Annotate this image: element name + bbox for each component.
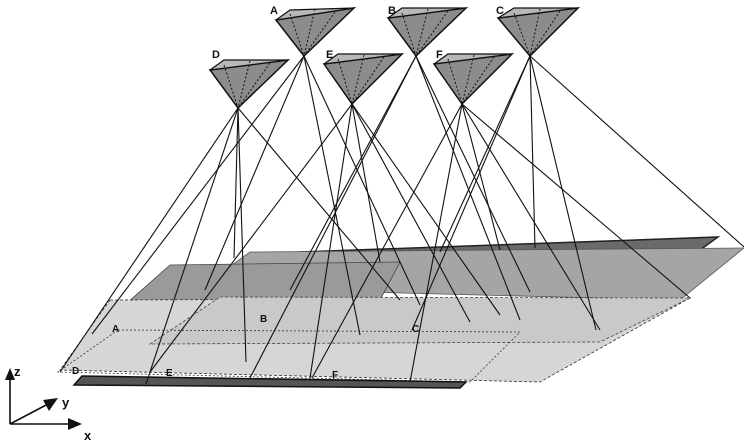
footprint-label-e: E	[166, 368, 173, 379]
camera-label-e: E	[326, 49, 333, 61]
axis-z-arrowhead	[5, 368, 15, 380]
camera-label-c: C	[496, 5, 504, 17]
axis-y-line	[9, 403, 49, 425]
camera-a	[274, 6, 357, 58]
axis-y-arrowhead	[43, 398, 58, 411]
camera-label-f: F	[436, 49, 443, 61]
camera-labels: A B C D E F	[212, 5, 504, 61]
axis-x-arrowhead	[68, 418, 82, 430]
footprint-label-c: C	[412, 324, 419, 335]
camera-label-a: A	[270, 5, 278, 17]
projection-rays	[59, 55, 744, 385]
footprint-labels: A B C D E F	[72, 314, 419, 381]
camera-e	[322, 52, 405, 106]
plane-f-dark-strip	[72, 375, 468, 389]
axis-label-y: y	[62, 395, 70, 410]
axis-label-x: x	[84, 428, 92, 443]
footprint-label-a: A	[112, 324, 119, 335]
plane-d-outline	[56, 329, 521, 383]
footprint-label-b: B	[260, 314, 267, 325]
footprint-label-f: F	[332, 370, 338, 381]
plane-b-light	[148, 296, 691, 345]
camera-label-b: B	[388, 5, 396, 17]
footprint-planes	[56, 236, 744, 389]
camera-d	[208, 58, 291, 110]
camera-c	[496, 6, 581, 58]
camera-b	[386, 6, 469, 58]
footprint-label-d: D	[72, 366, 79, 377]
camera-f	[432, 52, 515, 106]
camera-label-d: D	[212, 49, 220, 61]
axis-label-z: z	[14, 364, 21, 379]
axes	[5, 368, 82, 430]
cameras	[208, 6, 581, 110]
